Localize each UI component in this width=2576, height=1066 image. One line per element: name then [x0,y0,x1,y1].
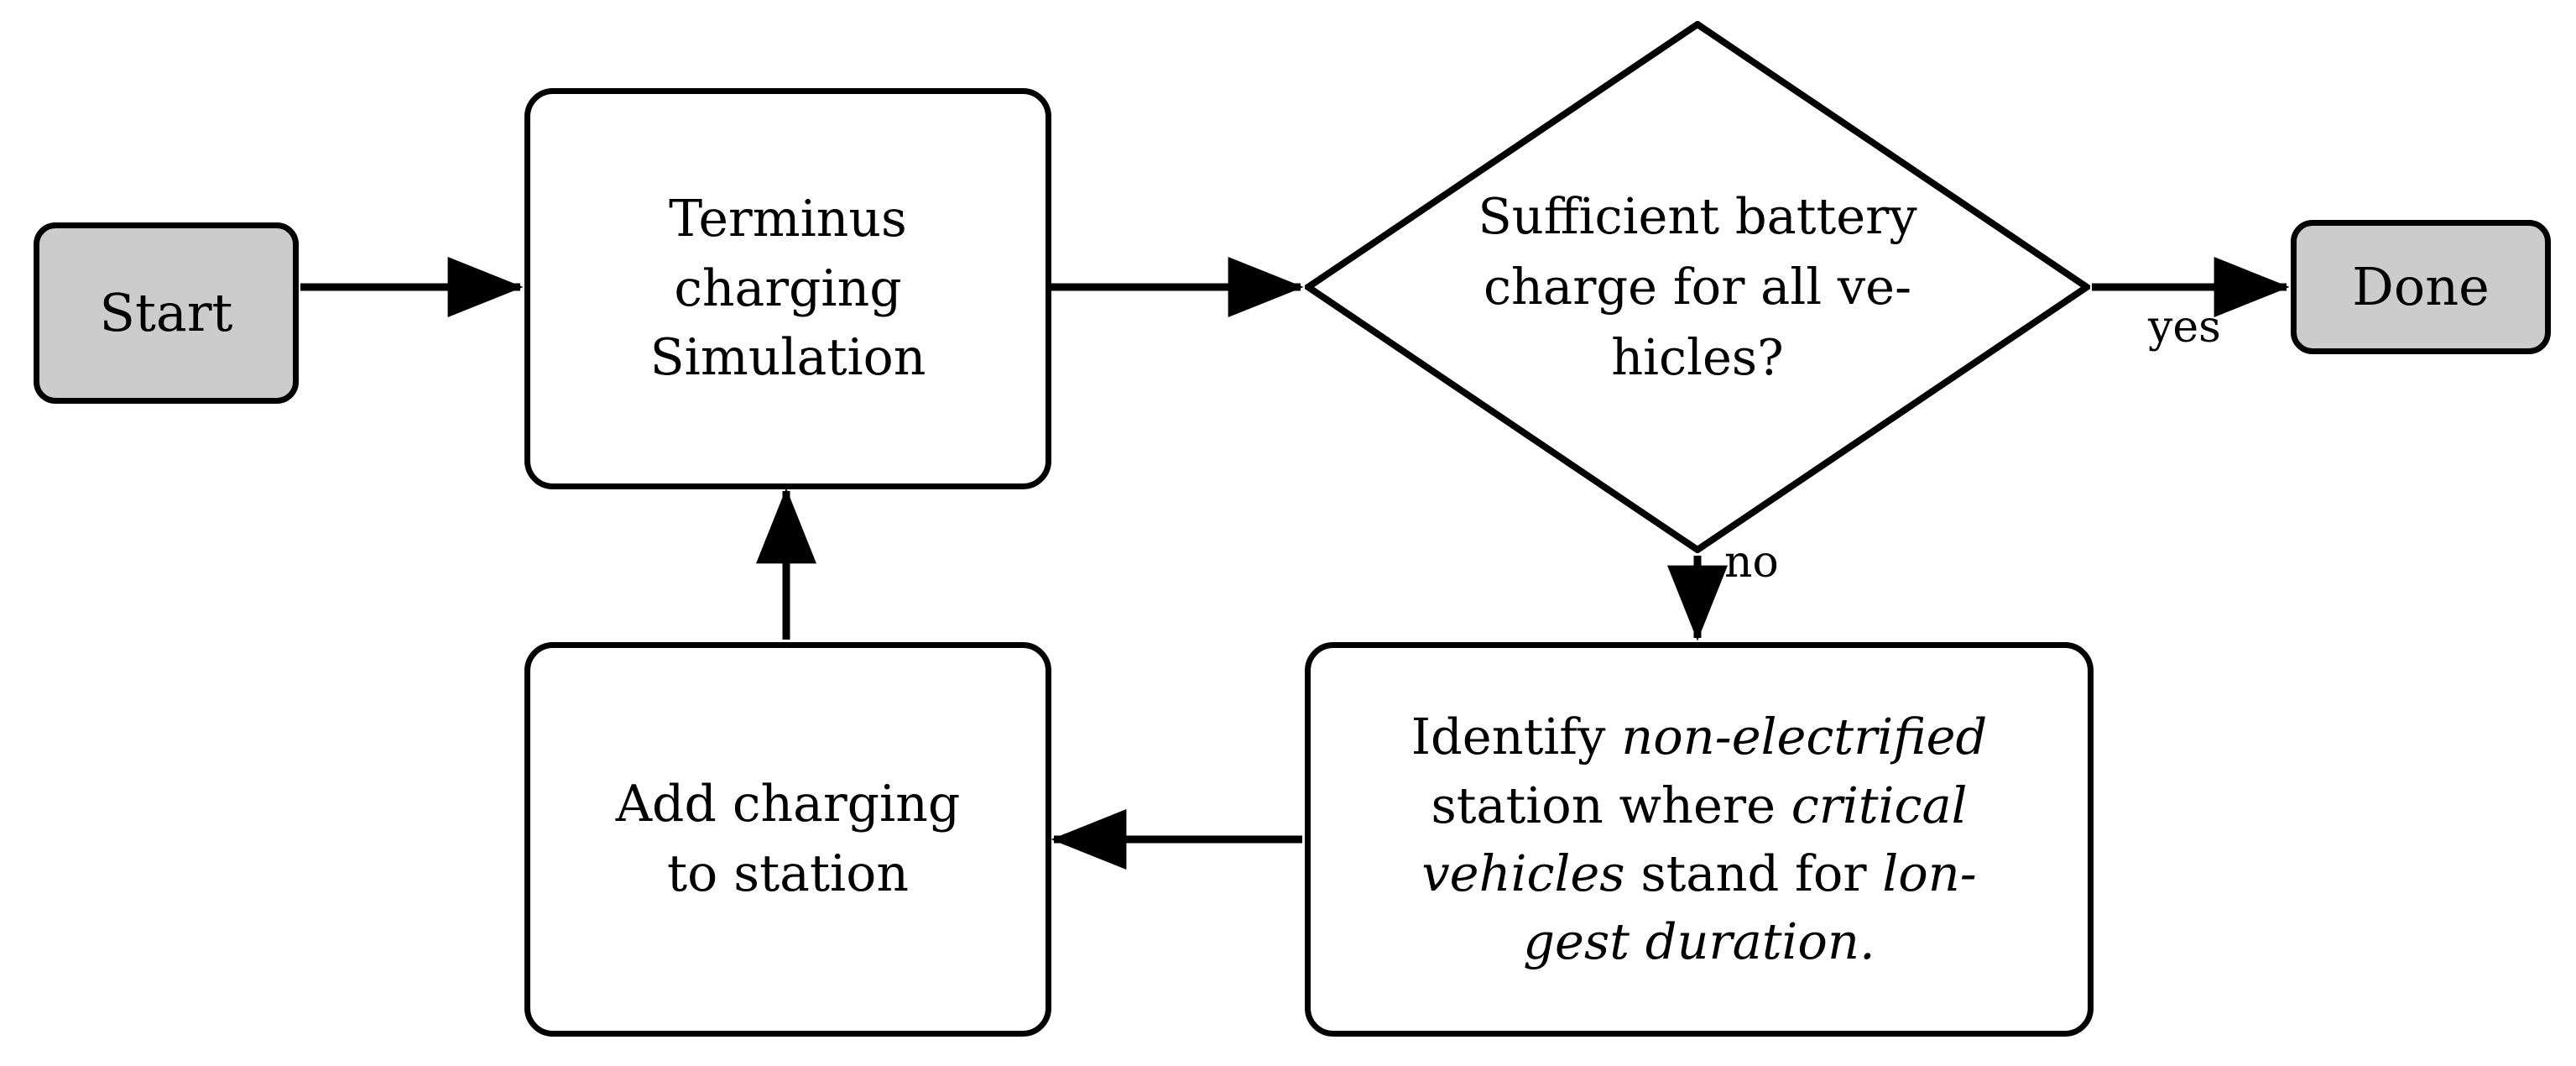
terminus-line-2: charging [674,259,902,318]
node-start-label: Start [99,282,233,344]
identify-line-3: vehicles stand for lon- [1326,839,2073,907]
identify-seg-4c: lon- [1882,844,1977,902]
node-decision[interactable]: Sufficient battery charge for all ve- hi… [1305,21,2090,553]
node-done[interactable]: Done [2291,220,2551,354]
decision-line-3: hicles? [1611,327,1784,386]
node-terminus-simulation[interactable]: Terminus charging Simulation [524,88,1051,489]
identify-line-4: gest duration. [1326,907,2073,975]
terminus-line-1: Terminus [669,189,907,248]
node-identify-station[interactable]: Identify non-electrified station where c… [1305,642,2094,1037]
identify-seg-4a: vehicles [1421,844,1625,902]
addcharging-line-1: Add charging [615,775,961,834]
identify-line-1: Identify non-electrified [1326,703,2073,771]
decision-line-2: charge for all ve- [1483,258,1912,316]
identify-line-2: station where critical [1326,771,2073,839]
terminus-line-3: Simulation [649,328,926,388]
node-add-charging-label: Add charging to station [530,770,1046,909]
edge-label-yes: yes [2148,302,2221,353]
identify-seg-3b: critical [1791,776,1968,834]
decision-line-1: Sufficient battery [1478,187,1917,246]
node-start[interactable]: Start [34,222,299,404]
decision-diamond-shape [1305,21,2090,553]
node-decision-label: Sufficient battery charge for all ve- hi… [1404,147,1991,427]
addcharging-line-2: to station [666,844,910,903]
edge-label-no: no [1724,537,1779,588]
node-identify-station-label: Identify non-electrified station where c… [1311,703,2088,976]
identify-seg-1: Identify [1411,708,1622,766]
node-done-label: Done [2352,256,2490,318]
node-terminus-simulation-label: Terminus charging Simulation [530,185,1046,393]
node-add-charging[interactable]: Add charging to station [524,642,1051,1037]
identify-seg-2: non-electrified [1621,708,1988,766]
identify-seg-4b: stand for [1624,844,1883,902]
identify-seg-3a: station where [1431,776,1791,834]
identify-seg-5: gest duration. [1523,912,1875,971]
